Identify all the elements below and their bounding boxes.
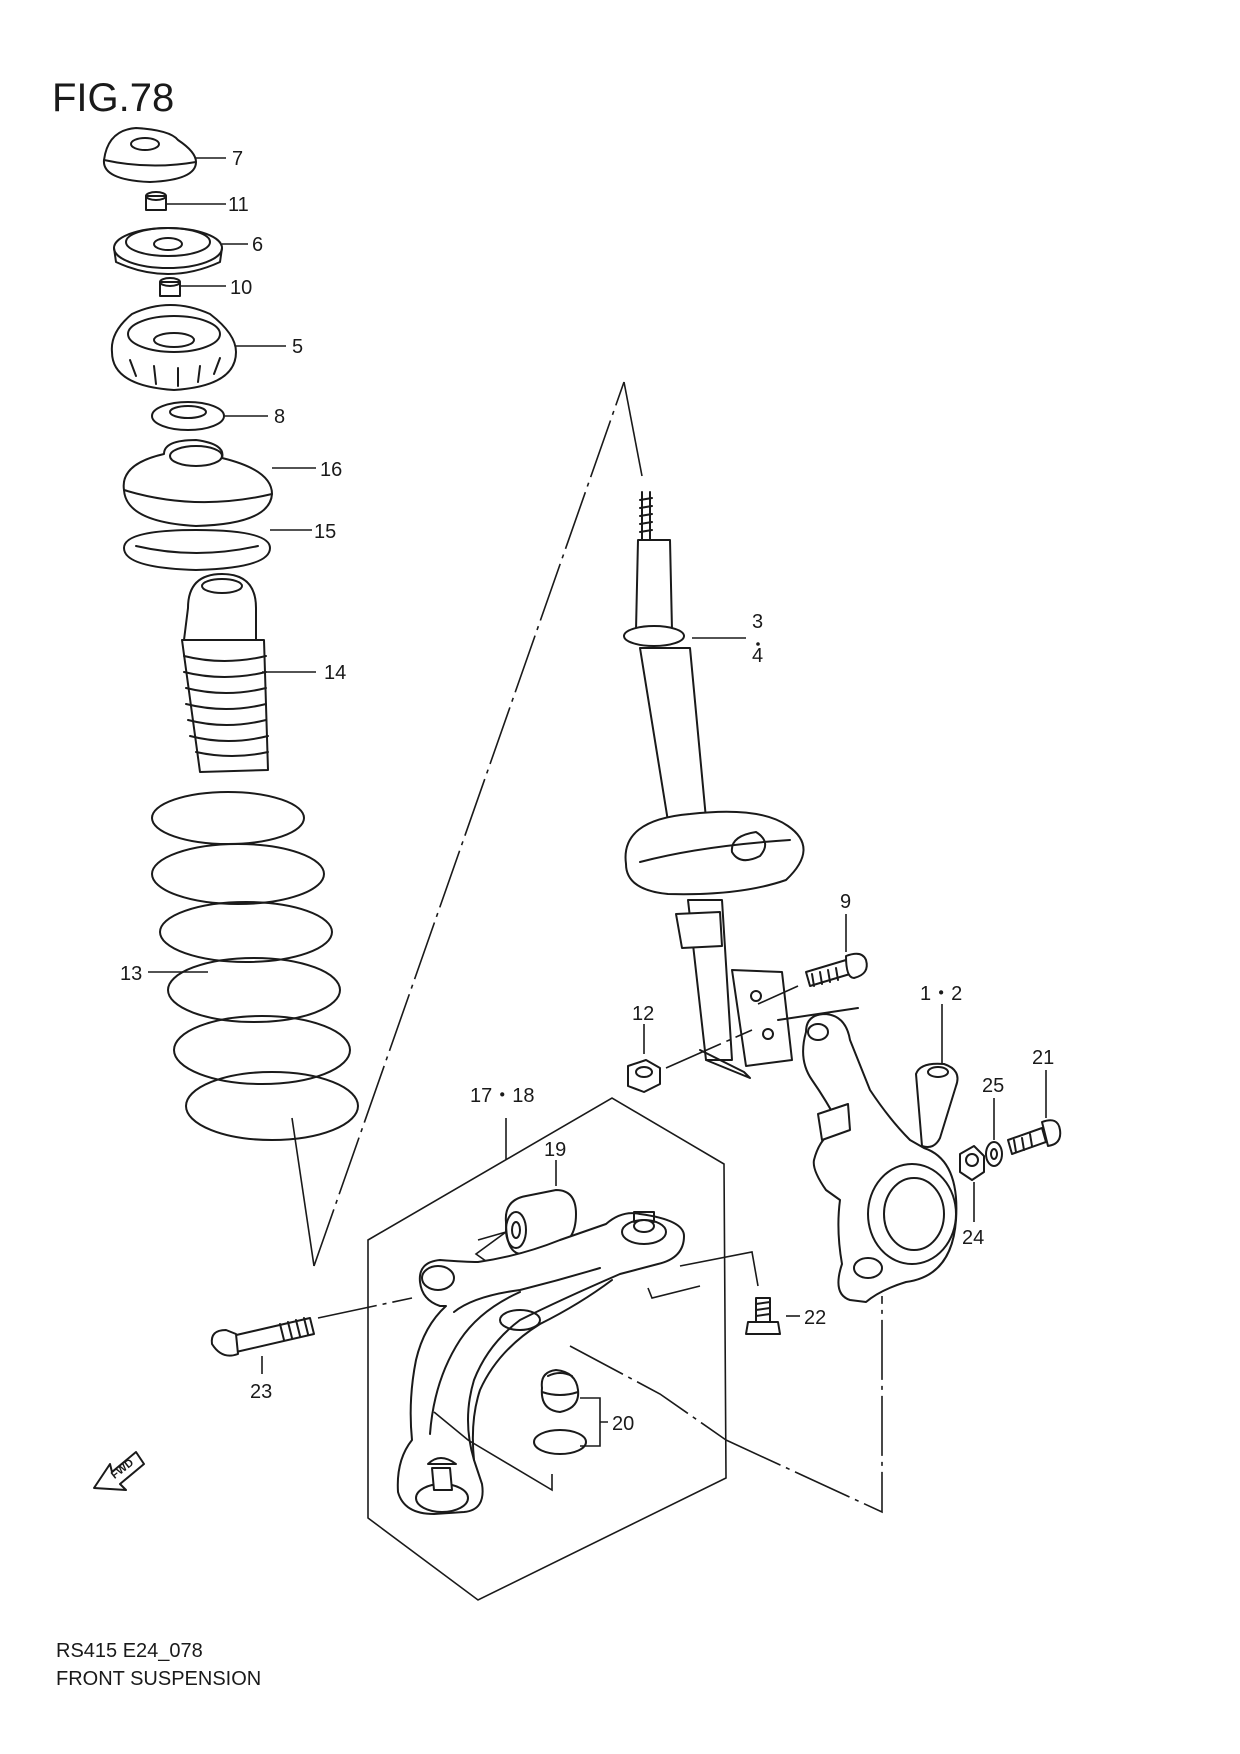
part-24-nut xyxy=(959,1145,985,1181)
leader-20 xyxy=(580,1397,608,1447)
callout-23: 23 xyxy=(250,1381,272,1403)
callout-8: 8 xyxy=(274,406,285,428)
part-9-bolt xyxy=(805,952,868,987)
guide-line-arm xyxy=(647,1285,701,1299)
callout-10: 10 xyxy=(230,277,252,299)
callout-11: 11 xyxy=(228,194,249,216)
part-6-mount xyxy=(113,227,223,275)
callout-24: 24 xyxy=(962,1227,984,1249)
part-10-bushing xyxy=(159,277,181,297)
part-23-bolt xyxy=(210,1317,315,1357)
lower-arm-frame xyxy=(367,1097,727,1601)
callout-6: 6 xyxy=(252,234,263,256)
callout-19: 19 xyxy=(544,1139,566,1161)
callout-9: 9 xyxy=(840,891,851,913)
callout-17-18: 17・18 xyxy=(470,1085,535,1107)
callout-16: 16 xyxy=(320,459,342,481)
part-13-coil-spring xyxy=(151,791,359,1141)
callout-1-2: 1・2 xyxy=(920,983,962,1005)
part-3-4-strut xyxy=(623,491,805,1079)
callout-14: 14 xyxy=(324,662,346,684)
guide-line-nut-12 xyxy=(665,1029,753,1069)
part-1-2-knuckle xyxy=(777,1007,959,1303)
part-20-ball-joint-boot xyxy=(533,1369,587,1455)
callout-25: 25 xyxy=(982,1075,1004,1097)
part-15-insulator xyxy=(123,529,271,571)
fwd-arrow-icon: FWD xyxy=(93,1451,145,1491)
callout-3-4-dot xyxy=(756,642,760,646)
callout-21: 21 xyxy=(1032,1047,1054,1069)
guide-line-spring xyxy=(291,1117,315,1267)
callout-13: 13 xyxy=(120,963,142,985)
callout-4: 4 xyxy=(752,645,763,667)
callout-3: 3 xyxy=(752,611,763,633)
part-11-nut xyxy=(145,191,167,211)
part-8-washer xyxy=(151,401,225,431)
callout-12: 12 xyxy=(632,1003,654,1025)
guide-line-bolt-23 xyxy=(317,1297,413,1319)
callout-15: 15 xyxy=(314,521,336,543)
diagram-name: FRONT SUSPENSION xyxy=(56,1668,262,1690)
callout-20: 20 xyxy=(612,1413,634,1435)
guide-line-strut xyxy=(313,381,625,1267)
part-22-bolt xyxy=(745,1297,781,1335)
part-7-cap xyxy=(102,127,197,183)
guide-line-strut-top xyxy=(623,381,643,477)
part-12-nut xyxy=(627,1059,661,1093)
guide-line-bj-lower xyxy=(433,1411,553,1492)
guide-line-knuckle xyxy=(725,1296,883,1514)
part-16-spring-seat xyxy=(122,439,273,527)
guide-line-bolt-9 xyxy=(757,985,799,1005)
part-21-bolt xyxy=(1007,1119,1062,1155)
guide-line-22 xyxy=(679,1251,759,1287)
figure-title: FIG.78 xyxy=(52,76,175,120)
part-5-upper-seat xyxy=(110,304,237,391)
callout-5: 5 xyxy=(292,336,303,358)
part-17-18-lower-arm xyxy=(396,1211,685,1515)
part-14-boot xyxy=(181,573,269,773)
callout-7: 7 xyxy=(232,148,243,170)
callout-22: 22 xyxy=(804,1307,826,1329)
diagram-code: RS415 E24_078 xyxy=(56,1640,203,1662)
part-19-bushing xyxy=(504,1189,577,1255)
part-25-washer xyxy=(985,1141,1003,1167)
guide-line-balljoint xyxy=(569,1345,727,1441)
